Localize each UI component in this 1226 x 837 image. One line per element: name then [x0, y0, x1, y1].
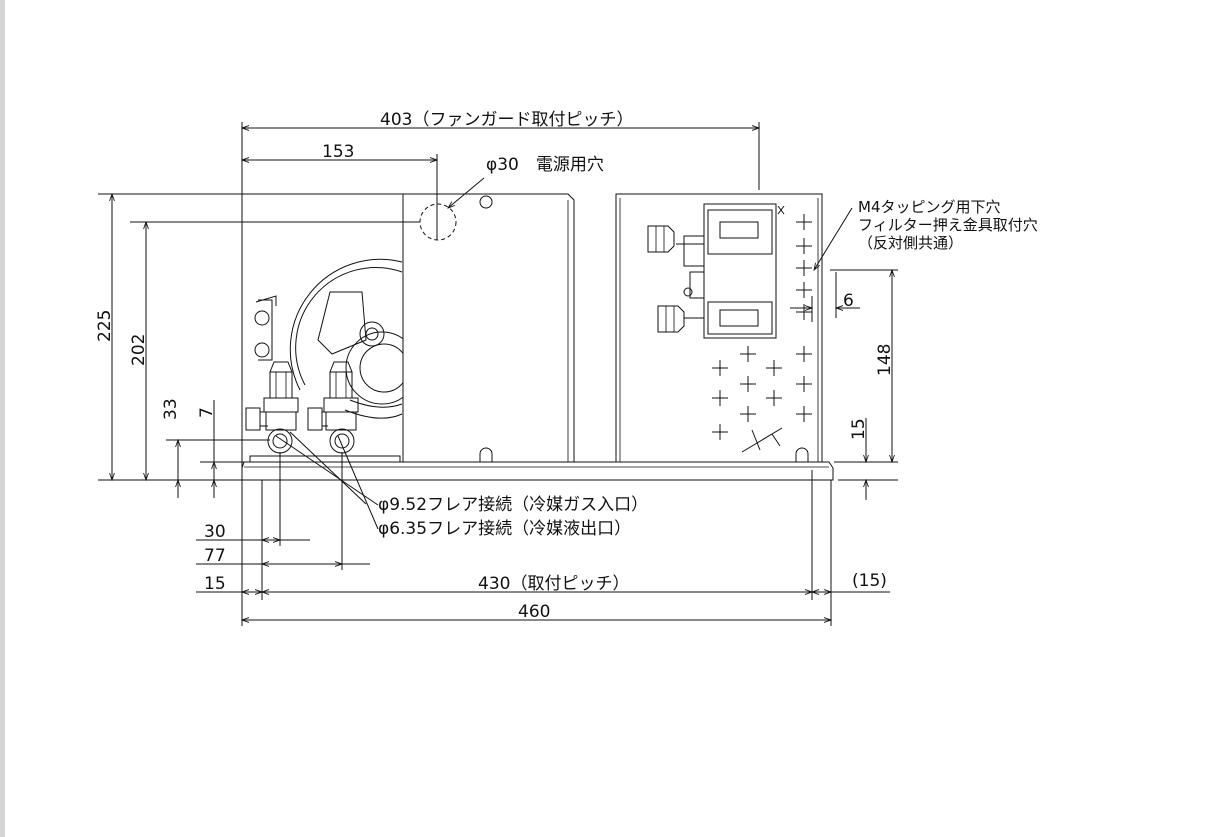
label-flare-gas-inlet: φ9.52フレア接続（冷媒ガス入口）: [378, 495, 648, 515]
label-power-hole: φ30 電源用穴: [486, 155, 604, 175]
label-dim-15-paren: (15): [852, 571, 887, 591]
label-dim-30: 30: [204, 522, 226, 542]
screw-hole-marks: [712, 214, 812, 453]
label-dim-6: 6: [843, 291, 854, 311]
right-panel: [615, 193, 823, 463]
label-dim-77: 77: [204, 546, 226, 566]
label-total-width: 460: [518, 602, 550, 622]
label-dim-202: 202: [129, 334, 149, 366]
label-m4-tapping: M4タッピング用下穴: [858, 198, 1001, 216]
center-panel: [402, 193, 575, 463]
label-fan-guard-pitch: 403（ファンガード取付ピッチ）: [380, 110, 633, 130]
label-filter-bracket: フィルター押え金具取付穴: [858, 216, 1038, 234]
label-opposite-side: （反対側共通）: [858, 234, 963, 252]
label-dim-15-left: 15: [204, 574, 226, 594]
left-edge-strip: [0, 0, 5, 837]
dimension-labels: 403（ファンガード取付ピッチ） 153 φ30 電源用穴 M4タッピング用下穴…: [95, 110, 1038, 622]
label-dim-225: 225: [95, 310, 115, 342]
label-dim-7: 7: [197, 407, 217, 418]
label-flare-liquid-outlet: φ6.35フレア接続（冷媒液出口）: [378, 519, 631, 539]
label-153: 153: [322, 142, 354, 162]
label-mount-pitch: 430（取付ピッチ）: [478, 574, 629, 594]
label-dim-15-right: 15: [849, 418, 869, 440]
condensing-unit-left: [241, 192, 419, 470]
dimension-lines: [98, 122, 898, 626]
label-dim-148: 148: [875, 344, 895, 376]
label-dim-33: 33: [161, 398, 181, 420]
